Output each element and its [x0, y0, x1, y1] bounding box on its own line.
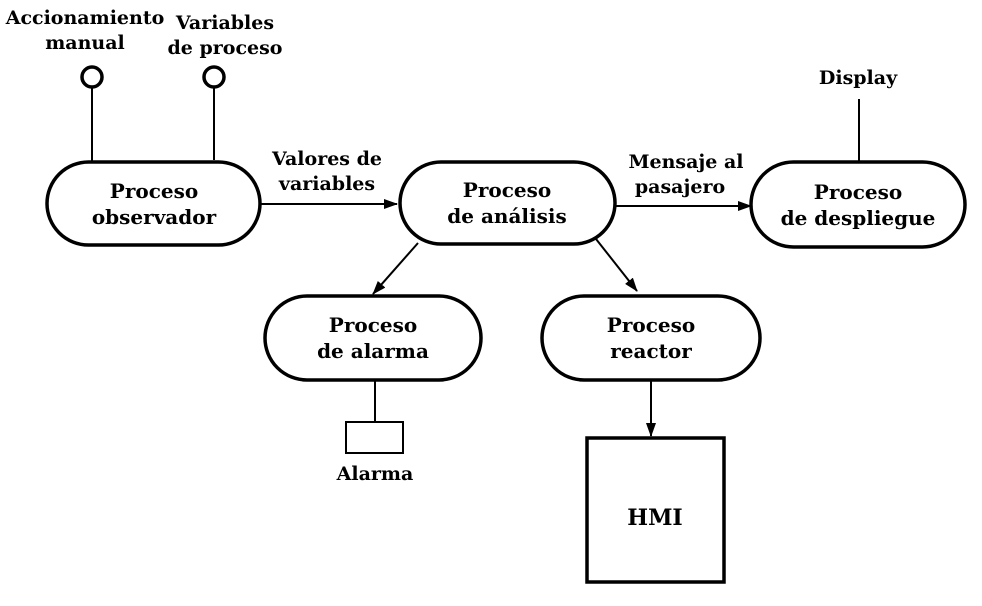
- node-proceso-reactor: Proceso reactor: [540, 294, 762, 382]
- edge-label-valores-line1: Valores de: [271, 148, 382, 170]
- node-analisis-line2: de análisis: [447, 204, 566, 228]
- edge-analisis-reactor: [595, 238, 638, 292]
- output-display: Display: [819, 67, 898, 162]
- edge-label-mensaje-line1: Mensaje al: [628, 151, 743, 173]
- node-reactor-shape: [540, 294, 762, 382]
- accionamiento-label-line2: manual: [45, 32, 125, 54]
- accionamiento-terminal-icon: [80, 65, 104, 89]
- alarma-output-label: Alarma: [336, 463, 414, 485]
- hmi-label: HMI: [627, 505, 682, 531]
- output-hmi: HMI: [585, 436, 726, 584]
- hmi-box: [585, 436, 726, 584]
- node-proceso-observador: Proceso observador: [45, 160, 262, 247]
- node-observador-line2: observador: [92, 205, 217, 229]
- input-variables: Variables de proceso: [168, 12, 283, 160]
- node-alarma-shape: [263, 294, 483, 382]
- edges: [260, 199, 752, 437]
- node-proceso-alarma: Proceso de alarma: [263, 294, 483, 382]
- display-label: Display: [819, 67, 898, 89]
- node-analisis-line1: Proceso: [463, 178, 551, 202]
- node-despliegue-line1: Proceso: [814, 180, 902, 204]
- node-observador-shape: [45, 160, 262, 247]
- node-observador-line1: Proceso: [110, 179, 198, 203]
- node-reactor-line2: reactor: [610, 339, 692, 363]
- node-reactor-line1: Proceso: [607, 313, 695, 337]
- edge-label-mensaje-line2: pasajero: [635, 176, 725, 198]
- node-proceso-analisis: Proceso de análisis: [398, 160, 617, 246]
- node-despliegue-line2: de despliegue: [781, 206, 936, 230]
- node-alarma-line2: de alarma: [317, 339, 429, 363]
- variables-label-line2: de proceso: [168, 37, 283, 59]
- node-analisis-shape: [398, 160, 617, 246]
- variables-label-line1: Variables: [175, 12, 274, 34]
- accionamiento-label-line1: Accionamiento: [5, 7, 165, 29]
- edge-analisis-alarma: [372, 242, 419, 295]
- alarma-indicator-box: [345, 421, 404, 454]
- node-despliegue-shape: [749, 160, 967, 249]
- variables-terminal-icon: [202, 65, 226, 89]
- node-proceso-despliegue: Proceso de despliegue: [749, 160, 967, 249]
- output-alarma: Alarma: [336, 421, 414, 485]
- edge-label-valores-line2: variables: [278, 173, 375, 195]
- input-accionamiento: Accionamiento manual: [5, 7, 165, 163]
- node-alarma-line1: Proceso: [329, 313, 417, 337]
